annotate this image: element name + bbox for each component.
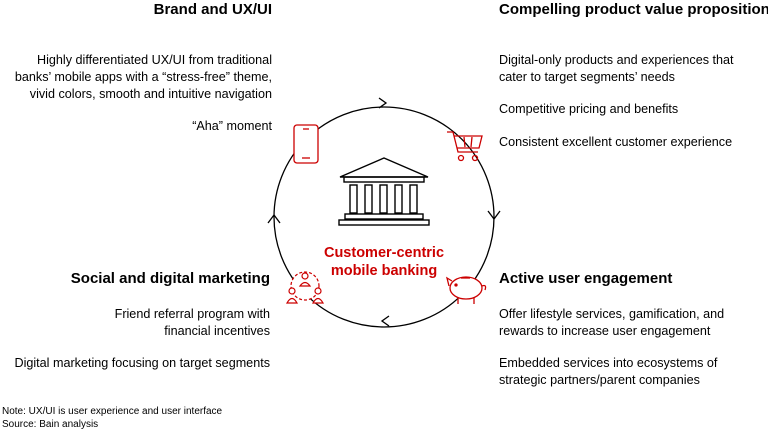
brand-point-2: “Aha” moment — [192, 119, 272, 133]
arrow-right — [487, 210, 501, 221]
engagement-line-1: Offer lifestyle services, gamification, … — [499, 307, 725, 321]
shopping-cart-icon — [447, 131, 483, 162]
arrow-bottom — [380, 315, 390, 327]
center-label-line-2: mobile banking — [330, 263, 438, 279]
cycle-ring — [273, 106, 495, 328]
brand-line-3: vivid colors, smooth and intuitive navig… — [29, 87, 272, 101]
value-point-3: Consistent excellent customer experience — [499, 135, 733, 149]
arrow-left — [267, 213, 281, 224]
engagement-point-1: Offer lifestyle services, gamification, … — [499, 306, 764, 340]
engagement-line-2: rewards to increase user engagement — [499, 324, 711, 338]
value-title: Compelling product value proposition — [499, 1, 768, 18]
value-point-2: Competitive pricing and benefits — [499, 102, 679, 116]
piggy-bank-icon — [445, 276, 487, 304]
footer-source: Source: Bain analysis — [2, 419, 99, 430]
value-point-1: Digital-only products and experiences th… — [499, 52, 764, 86]
social-line-2: financial incentives — [164, 324, 270, 338]
engagement-line-3: Embedded services into ecosystems of — [499, 356, 718, 370]
social-point-1: Friend referral program with financial i… — [0, 306, 270, 340]
footer-note: Note: UX/UI is user experience and user … — [2, 406, 223, 417]
center-label-line-1: Customer-centric — [323, 245, 445, 261]
social-title: Social and digital marketing — [70, 270, 270, 287]
people-network-icon — [285, 271, 325, 304]
center-label: Customer-centric mobile banking — [304, 244, 464, 280]
brand-line-2: banks’ mobile apps with a “stress-free” … — [14, 70, 272, 84]
footer: Note: UX/UI is user experience and user … — [2, 405, 222, 431]
social-line-1: Friend referral program with — [114, 307, 270, 321]
social-point-2: Digital marketing focusing on target seg… — [14, 356, 270, 370]
phone-icon — [293, 124, 319, 164]
engagement-point-2: Embedded services into ecosystems of str… — [499, 355, 764, 389]
engagement-line-4: strategic partners/parent companies — [499, 373, 700, 387]
brand-line-1: Highly differentiated UX/UI from traditi… — [37, 53, 272, 67]
arrow-top — [378, 97, 388, 109]
engagement-title: Active user engagement — [499, 270, 673, 287]
brand-title: Brand and UX/UI — [153, 1, 272, 18]
bank-building-icon — [338, 157, 430, 226]
value-line-1: Digital-only products and experiences th… — [499, 53, 734, 67]
brand-point-1: Highly differentiated UX/UI from traditi… — [0, 52, 272, 103]
value-line-2: cater to target segments’ needs — [499, 70, 675, 84]
